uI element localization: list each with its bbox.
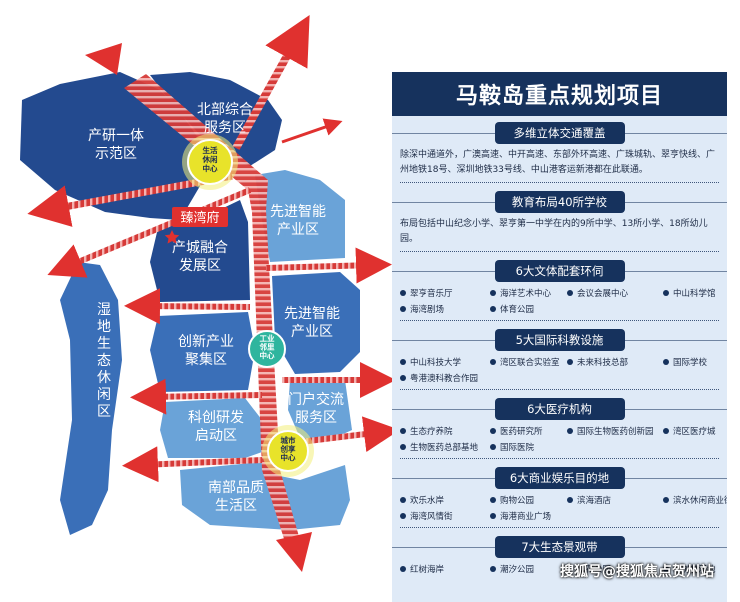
list-item: 体育公园: [490, 302, 567, 316]
project-tag: 臻湾府: [164, 207, 228, 244]
list-item: 会议会展中心: [567, 286, 663, 300]
section-head: 教育布局40所学校: [494, 191, 625, 213]
list-item: 生态疗养院: [400, 424, 490, 438]
e-arrow-2: [265, 247, 392, 284]
zone-gateway: [288, 380, 352, 440]
zone-label-city-industry: 产城融合发展区: [172, 240, 228, 274]
svg-text:城市创享中心: 城市创享中心: [280, 435, 296, 462]
zone-label-north-hub: 北部综合服务区: [197, 102, 253, 136]
section-head: 多维立体交通覆盖: [494, 122, 625, 144]
center-industrial: 工业邻里中心: [248, 330, 286, 368]
zone-label-gateway: 门户交流服务区: [288, 391, 344, 426]
zone-label-sci-rnd: 科创研发启动区: [188, 410, 244, 444]
section-head: 5大国际科教设施: [494, 329, 625, 351]
zone-south-living: [180, 462, 350, 530]
list-item: 滨水休闲商业街: [663, 493, 727, 507]
w-arrow-3: [130, 378, 263, 415]
star-icon: [164, 230, 180, 244]
zone-wetland: [60, 262, 122, 535]
list-item: 医药研究所: [490, 424, 567, 438]
section-education: 教育布局40所学校 布局包括中山纪念小学、翠亨第一中学在内的9所中学、13所小学…: [392, 191, 727, 252]
list-item: 滨海酒店: [567, 493, 663, 507]
e-arrow-4: [299, 416, 400, 453]
list-item: 海湾风情街: [400, 509, 490, 523]
south-arrow-head: [276, 532, 312, 572]
list-item: 国际医院: [490, 440, 567, 454]
corridors: [27, 15, 400, 572]
e-arrow-1: [281, 118, 343, 144]
zone-label-advanced-mfg-1: 先进智能产业区: [270, 204, 326, 238]
north-arrow-head: [85, 43, 122, 75]
list-item: 海湾剧场: [400, 302, 490, 316]
list-item: 生物医药总部基地: [400, 440, 490, 454]
planning-map: 北部综合服务区 产研一体示范区 先进智能产业区 产城融合发展区 先进智能产业区 …: [20, 15, 400, 572]
list-item: 未来科技总部: [567, 355, 663, 369]
zone-label-rnd-demo: 产研一体示范区: [88, 128, 144, 162]
ne-arrow: [232, 15, 310, 150]
section-head: 6大医疗机构: [494, 398, 625, 420]
zone-advanced-mfg-2: [272, 272, 360, 374]
w-arrow-2: [124, 288, 251, 325]
list-item: 海港商业广场: [490, 509, 567, 523]
section-desc: 除深中通道外，广澳高速、中开高速、东部外环高速、广珠城轨、翠亨快线、广州地铁18…: [400, 150, 716, 175]
list-item: 粤港澳科教合作园: [400, 371, 567, 385]
center-innovation: 城市创享中心: [262, 425, 314, 477]
section-head: 6大文体配套环伺: [494, 260, 625, 282]
panel-title: 马鞍岛重点规划项目: [392, 72, 727, 116]
list-item: 红树海岸: [400, 562, 490, 576]
w-arrow-1: [47, 187, 252, 278]
list-item: 国际生物医药创新园: [567, 424, 663, 438]
zone-innovation: [150, 312, 255, 392]
zone-sci-rnd: [160, 398, 262, 458]
list-item: 樱花公园: [567, 562, 663, 576]
section-science: 5大国际科教设施 中山科技大学 湾区联合实验室 未来科技总部 国际学校 粤港澳科…: [392, 329, 727, 390]
list-item: 海洋艺术中心: [490, 286, 567, 300]
section-transport: 多维立体交通覆盖 除深中通道外，广澳高速、中开高速、东部外环高速、广珠城轨、翠亨…: [392, 122, 727, 183]
section-head: 6大商业娱乐目的地: [494, 467, 625, 489]
section-medical: 6大医疗机构 生态疗养院 医药研究所 国际生物医药创新园 湾区医疗城 生物医药总…: [392, 398, 727, 459]
zone-label-south-living: 南部品质生活区: [208, 480, 264, 514]
zone-label-innovation: 创新产业聚集区: [178, 334, 234, 368]
section-culture: 6大文体配套环伺 翠亨音乐厅 海洋艺术中心 会议会展中心 中山科学馆 海湾剧场 …: [392, 260, 727, 321]
section-commerce: 6大商业娱乐目的地 欢乐水岸 购物公园 滨海酒店 滨水休闲商业街 海湾风情街 海…: [392, 467, 727, 528]
list-item: 湾区联合实验室: [490, 355, 567, 369]
zone-label-wetland: 湿地生态休闲区: [97, 302, 111, 420]
svg-text:生活休闲中心: 生活休闲中心: [202, 145, 218, 173]
project-tag-label: 臻湾府: [180, 210, 219, 226]
center-leisure: 生活休闲中心: [182, 134, 238, 190]
zone-label-advanced-mfg-2: 先进智能产业区: [284, 306, 340, 340]
list-item: 湾区医疗城: [663, 424, 727, 438]
watermark: 搜狐号@搜狐焦点贺州站: [560, 564, 714, 580]
zone-north-hub: [150, 72, 282, 166]
section-desc: 布局包括中山纪念小学、翠亨第一中学在内的9所中学、13所小学、18所幼儿园。: [400, 219, 708, 244]
list-item: 欢乐水岸: [400, 493, 490, 507]
w-arrow-4: [122, 446, 263, 483]
list-item: 中山科学馆: [663, 286, 727, 300]
list-item: 国际学校: [663, 355, 727, 369]
list-item: 翠亨音乐厅: [400, 286, 490, 300]
svg-text:工业邻里中心: 工业邻里中心: [260, 333, 275, 360]
section-ecology: 7大生态景观带 红树海岸 潮汐公园 樱花公园 红树林湿地: [392, 536, 727, 576]
zone-advanced-mfg-1: [255, 170, 345, 262]
list-item: 潮汐公园: [490, 562, 567, 576]
project-panel: 马鞍岛重点规划项目 多维立体交通覆盖 除深中通道外，广澳高速、中开高速、东部外环…: [392, 72, 727, 602]
list-item: 红树林湿地: [663, 562, 727, 576]
main-axis-corridor: [124, 74, 300, 545]
list-item: 购物公园: [490, 493, 567, 507]
list-item: 中山科技大学: [400, 355, 490, 369]
section-head: 7大生态景观带: [494, 536, 625, 558]
